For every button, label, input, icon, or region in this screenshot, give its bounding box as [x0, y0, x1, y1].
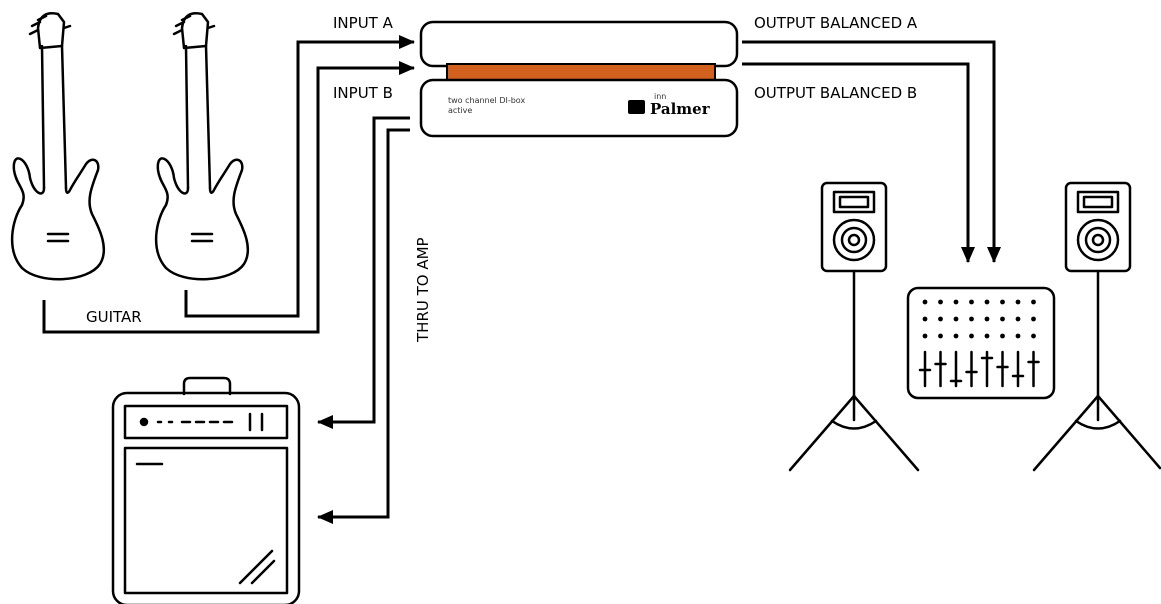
mixer-knob [922, 333, 928, 339]
di-box-line2: active [448, 106, 472, 115]
brand-name: Palmer [650, 100, 711, 118]
mixer-knob [969, 299, 974, 305]
mixer-knob [953, 333, 959, 339]
cable-guitar-right-to-input-a [184, 35, 415, 318]
mixer-knob [1015, 299, 1021, 305]
mixer-knob [922, 316, 928, 322]
mixer-icon [906, 286, 1056, 400]
label-thru-to-amp: THRU TO AMP [414, 237, 432, 343]
mixer-knob [938, 333, 943, 339]
label-guitar: GUITAR [86, 308, 142, 326]
guitar-left-icon [10, 12, 106, 281]
mixer-knob [1031, 333, 1036, 339]
mixer-knob [1031, 299, 1036, 305]
brand-small: inn [654, 92, 666, 101]
mixer-knob [953, 316, 959, 322]
mixer-knob [1000, 316, 1005, 322]
label-output-balanced-a: OUTPUT BALANCED A [754, 14, 918, 32]
mixer-knob [938, 316, 943, 322]
mixer-knob [984, 333, 990, 339]
mixer-faders [918, 350, 1040, 388]
cable-thru-to-amp-upper [317, 116, 410, 429]
mixer-knob [1000, 299, 1005, 305]
mixer-knob [984, 316, 990, 322]
mixer-knob [1000, 333, 1005, 339]
palmer-logo-icon [628, 100, 645, 114]
mixer-knob [938, 299, 943, 305]
mixer-knob [969, 333, 974, 339]
cable-output-balanced-b [742, 62, 975, 263]
amplifier-icon [111, 376, 301, 604]
mixer-knob [953, 299, 959, 305]
cable-guitar-left-to-input-b [42, 61, 415, 334]
label-input-a: INPUT A [333, 14, 394, 32]
mixer-knobs [922, 299, 1036, 339]
label-input-b: INPUT B [333, 84, 393, 102]
di-box-line1: two channel DI-box [448, 96, 525, 105]
mixer-knob [1015, 333, 1021, 339]
cable-thru-to-amp-lower [317, 128, 410, 524]
speaker-right-icon [1032, 181, 1161, 472]
guitar-right-icon [154, 12, 250, 281]
cable-output-balanced-a [742, 40, 1001, 263]
mixer-knob [984, 299, 990, 305]
di-box: two channel DI-box active inn Palmer [419, 20, 739, 138]
mixer-knob [969, 316, 974, 322]
mixer-knob [922, 299, 928, 305]
mixer-knob [1031, 316, 1036, 322]
mixer-knob [1015, 316, 1021, 322]
label-output-balanced-b: OUTPUT BALANCED B [754, 84, 917, 102]
speaker-left-icon [788, 181, 920, 472]
